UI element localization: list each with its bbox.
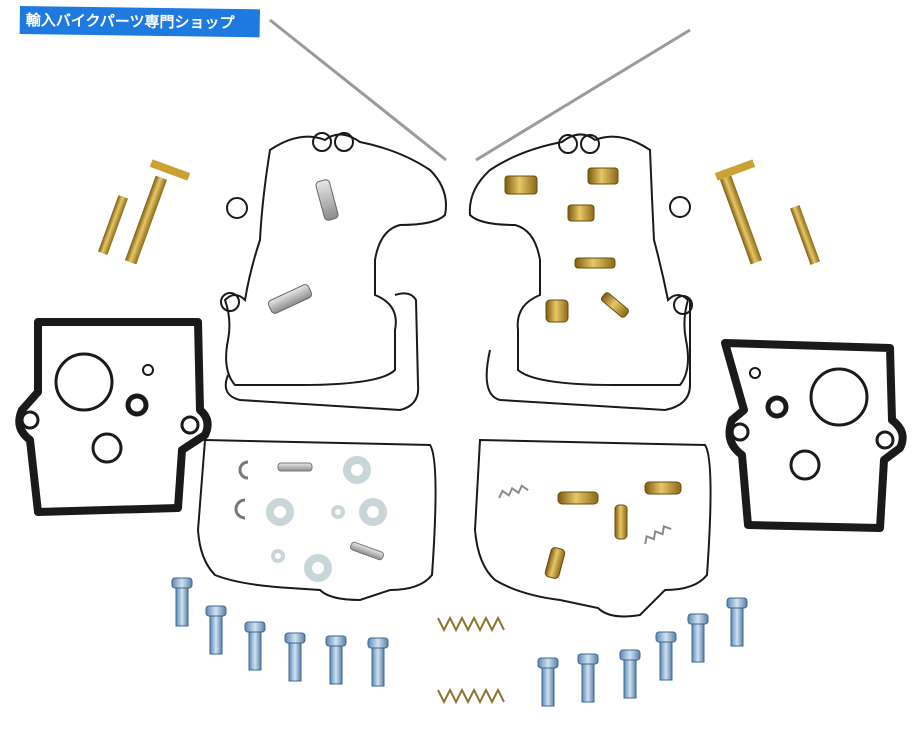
bowl-gasket-right [473, 438, 712, 618]
brass-screws-lower [544, 481, 682, 579]
center-springs [437, 615, 505, 705]
e-clips [234, 460, 249, 520]
zinc-bolts [171, 577, 748, 707]
jet-needle-left [269, 18, 447, 162]
washers [266, 456, 387, 582]
float-gasket-right [468, 133, 693, 412]
float-gasket-left [220, 132, 447, 412]
brass-jets [504, 167, 629, 323]
air-screw-right [714, 159, 820, 265]
air-screw-left [98, 159, 191, 265]
float-valve-lower [267, 284, 313, 314]
small-screws [277, 462, 384, 561]
float-valve-upper [315, 179, 339, 221]
side-gasket-right [721, 339, 907, 532]
side-gasket-left [15, 318, 212, 516]
small-springs [498, 484, 672, 545]
bowl-gasket-left [196, 438, 437, 602]
jet-needle-right [475, 28, 691, 162]
shop-banner: 輸入バイクパーツ専門ショップ [19, 6, 260, 38]
